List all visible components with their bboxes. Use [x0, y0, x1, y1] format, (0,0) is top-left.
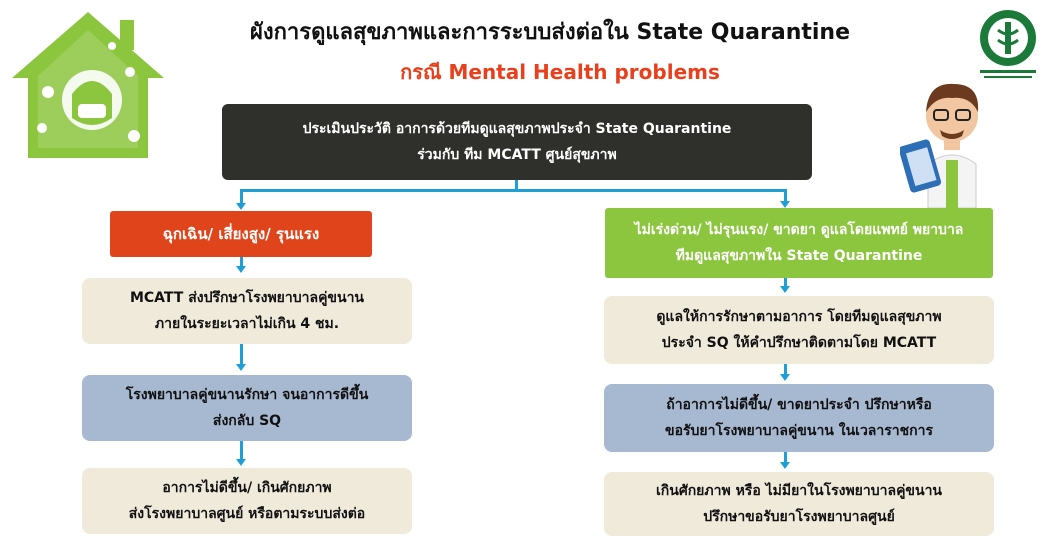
- connector-right-3: [784, 452, 787, 464]
- page-subtitle: กรณี Mental Health problems: [400, 60, 720, 84]
- arrow-left-header: [236, 203, 246, 210]
- right-step-3-line-1: เกินศักยภาพ หรือ ไม่มียาในโรงพยาบาลคู่ขน…: [655, 483, 943, 499]
- connector-left-2: [240, 344, 243, 366]
- left-step-1-box: MCATT ส่งปรึกษาโรงพยาบาลคู่ขนาน ภายในระย…: [82, 278, 412, 344]
- arrow-right-header: [780, 201, 790, 208]
- ministry-seal-icon: [980, 10, 1036, 78]
- right-step-1-line-1: ดูแลให้การรักษาตามอาการ โดยทีมดูแลสุขภาพ: [656, 309, 942, 325]
- left-step-2-line-1: โรงพยาบาลคู่ขนานรักษา จนอาการดีขึ้น: [125, 387, 369, 403]
- emergency-header-label: ฉุกเฉิน/ เสี่ยงสูง/ รุนแรง: [162, 225, 320, 243]
- connector-left-1: [240, 257, 243, 269]
- right-step-1-box: ดูแลให้การรักษาตามอาการ โดยทีมดูแลสุขภาพ…: [604, 296, 994, 364]
- connector-left-3: [240, 441, 243, 461]
- non-urgent-header-line-1: ไม่เร่งด่วน/ ไม่รุนแรง/ ขาดยา ดูแลโดยแพท…: [634, 222, 964, 238]
- left-step-1-line-2: ภายในระยะเวลาไม่เกิน 4 ชม.: [154, 316, 340, 332]
- connector-left-down: [240, 189, 243, 205]
- right-step-3-line-2: ปรึกษาขอรับยาโรงพยาบาลศูนย์: [703, 509, 895, 525]
- right-step-2-box: ถ้าอาการไม่ดีขึ้น/ ขาดยาประจำ ปรึกษาหรือ…: [604, 384, 994, 452]
- house-virus-icon: [12, 12, 164, 158]
- arrow-left-1: [236, 266, 246, 273]
- right-step-2-line-2: ขอรับยาโรงพยาบาลคู่ขนาน ในเวลาราชการ: [665, 423, 933, 439]
- assessment-line-2: ร่วมกับ ทีม MCATT ศูนย์สุขภาพ: [417, 147, 617, 163]
- page-title: ผังการดูแลสุขภาพและการระบบส่งต่อใน State…: [249, 20, 851, 45]
- non-urgent-header-box: ไม่เร่งด่วน/ ไม่รุนแรง/ ขาดยา ดูแลโดยแพท…: [605, 208, 993, 278]
- non-urgent-header-line-2: ทีมดูแลสุขภาพใน State Quarantine: [675, 248, 923, 264]
- right-step-2-line-1: ถ้าอาการไม่ดีขึ้น/ ขาดยาประจำ ปรึกษาหรือ: [666, 397, 932, 413]
- arrow-left-2: [236, 364, 246, 371]
- connector-horizontal: [240, 189, 787, 192]
- doctor-clipboard-icon: [900, 83, 979, 208]
- left-step-2-box: โรงพยาบาลคู่ขนานรักษา จนอาการดีขึ้น ส่งก…: [82, 375, 412, 441]
- connector-top: [515, 180, 518, 190]
- left-step-2-line-2: ส่งกลับ SQ: [212, 413, 282, 429]
- left-step-3-box: อาการไม่ดีขึ้น/ เกินศักยภาพ ส่งโรงพยาบาล…: [82, 468, 412, 534]
- emergency-header-box: ฉุกเฉิน/ เสี่ยงสูง/ รุนแรง: [110, 211, 372, 257]
- connector-right-2: [784, 364, 787, 376]
- arrow-right-2: [780, 374, 790, 381]
- assessment-line-1: ประเมินประวัติ อาการด้วยทีมดูแลสุขภาพประ…: [302, 121, 732, 137]
- connector-right-1: [784, 278, 787, 288]
- left-step-3-line-1: อาการไม่ดีขึ้น/ เกินศักยภาพ: [162, 480, 332, 496]
- arrow-left-3: [236, 459, 246, 466]
- left-step-3-line-2: ส่งโรงพยาบาลศูนย์ หรือตามระบบส่งต่อ: [128, 506, 366, 522]
- right-step-3-box: เกินศักยภาพ หรือ ไม่มียาในโรงพยาบาลคู่ขน…: [604, 472, 994, 536]
- arrow-right-1: [780, 286, 790, 293]
- right-step-1-line-2: ประจำ SQ ให้คำปรึกษาติดตามโดย MCATT: [661, 335, 937, 351]
- assessment-box: ประเมินประวัติ อาการด้วยทีมดูแลสุขภาพประ…: [222, 104, 812, 180]
- arrow-right-3: [780, 462, 790, 469]
- connector-right-down: [784, 189, 787, 203]
- left-step-1-line-1: MCATT ส่งปรึกษาโรงพยาบาลคู่ขนาน: [129, 290, 365, 306]
